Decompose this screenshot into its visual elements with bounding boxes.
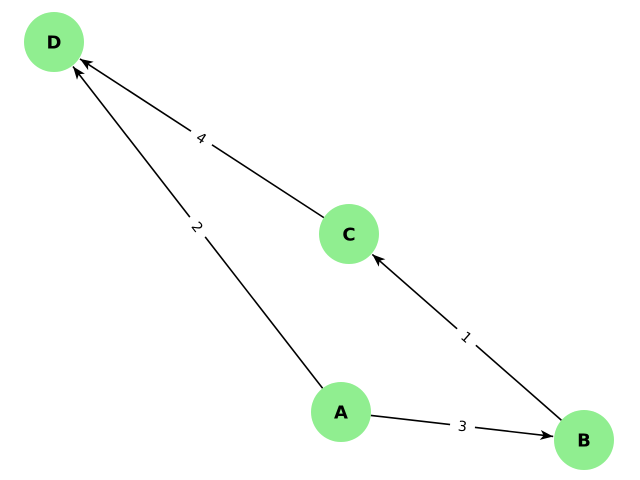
node-B [554,410,614,470]
node-label-C: C [342,225,355,246]
edge-label-C-D: 4 [187,124,216,152]
node-label-D: D [47,33,62,54]
edge-label-bg [183,212,212,242]
edge-label-bg [449,414,476,438]
node-label-A: A [334,403,348,424]
edge-label-bg [187,124,216,152]
edge-labels-layer: 4 2 1 3 [183,124,481,438]
edges-layer [72,58,562,440]
edge-label-text: 3 [457,419,468,436]
node-A [311,382,371,442]
node-D [24,12,84,72]
node-C [319,204,379,264]
node-label-B: B [577,431,591,452]
edge-label-B-C: 1 [452,323,481,351]
nodes-layer: D C A B [24,12,614,470]
edge-label-A-D: 2 [183,212,212,242]
edge-label-A-B: 3 [449,414,476,438]
edge-label-bg [452,323,481,351]
